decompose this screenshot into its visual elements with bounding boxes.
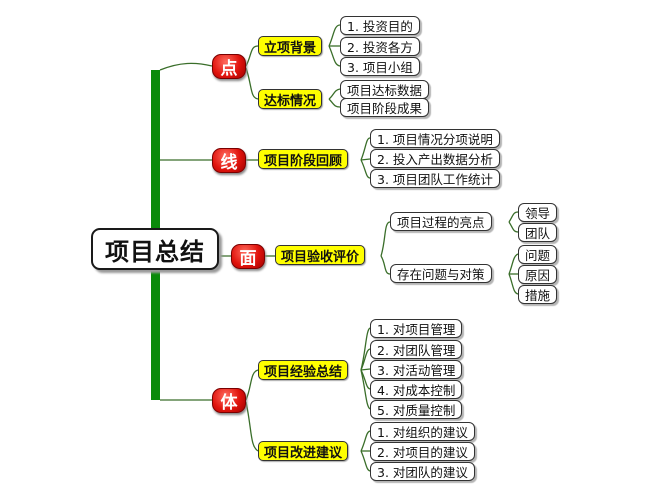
leaf-xiangmu-guanli[interactable]: 1. 对项目管理: [370, 319, 463, 338]
leaf-tuandui-jianyi[interactable]: 3. 对团队的建议: [370, 462, 475, 481]
leaf-tuandui[interactable]: 团队: [518, 223, 558, 242]
leaf-tuandui-guanli[interactable]: 2. 对团队管理: [370, 340, 463, 359]
leaf-jieduan-chengguo[interactable]: 项目阶段成果: [340, 98, 430, 117]
leaf-tuandui-tongji[interactable]: 3. 项目团队工作统计: [370, 169, 500, 188]
node-jingyan-zongjie[interactable]: 项目经验总结: [258, 360, 349, 380]
node-lixiang-beijing[interactable]: 立项背景: [258, 36, 323, 56]
leaf-xiangmu-jianyi[interactable]: 2. 对项目的建议: [370, 442, 475, 461]
leaf-zuzhi-jianyi[interactable]: 1. 对组织的建议: [370, 422, 475, 441]
leaf-touzi-mudi[interactable]: 1. 投资目的: [340, 16, 420, 35]
leaf-lingdao[interactable]: 领导: [518, 203, 558, 222]
marker-xian[interactable]: 线: [212, 148, 246, 173]
marker-mian[interactable]: 面: [231, 244, 265, 269]
leaf-fenxiang-shuoming[interactable]: 1. 项目情况分项说明: [370, 129, 500, 148]
leaf-yuanyin[interactable]: 原因: [518, 265, 558, 284]
root-node[interactable]: 项目总结: [91, 228, 219, 270]
marker-dian[interactable]: 点: [212, 54, 246, 79]
node-jieduan-huigu[interactable]: 项目阶段回顾: [258, 149, 349, 169]
leaf-cuoshi[interactable]: 措施: [518, 285, 558, 304]
leaf-xiangmu-xiaozu[interactable]: 3. 项目小组: [340, 57, 420, 76]
node-gaijin-jianyi[interactable]: 项目改进建议: [258, 441, 349, 461]
leaf-dabiao-shuju[interactable]: 项目达标数据: [340, 80, 430, 99]
marker-ti[interactable]: 体: [212, 388, 246, 413]
node-guocheng-liangdian[interactable]: 项目过程的亮点: [390, 212, 492, 231]
node-wenti-duice[interactable]: 存在问题与对策: [390, 264, 492, 283]
leaf-huodong-guanli[interactable]: 3. 对活动管理: [370, 360, 463, 379]
leaf-wenti[interactable]: 问题: [518, 245, 558, 264]
leaf-zhiliang-kongzhi[interactable]: 5. 对质量控制: [370, 400, 463, 419]
node-yanshou-pingjia[interactable]: 项目验收评价: [275, 245, 366, 265]
leaf-touru-chanchu[interactable]: 2. 投入产出数据分析: [370, 149, 500, 168]
leaf-touzi-gefang[interactable]: 2. 投资各方: [340, 37, 420, 56]
node-dabiao-qingkuang[interactable]: 达标情况: [258, 89, 323, 109]
leaf-chengben-kongzhi[interactable]: 4. 对成本控制: [370, 380, 463, 399]
